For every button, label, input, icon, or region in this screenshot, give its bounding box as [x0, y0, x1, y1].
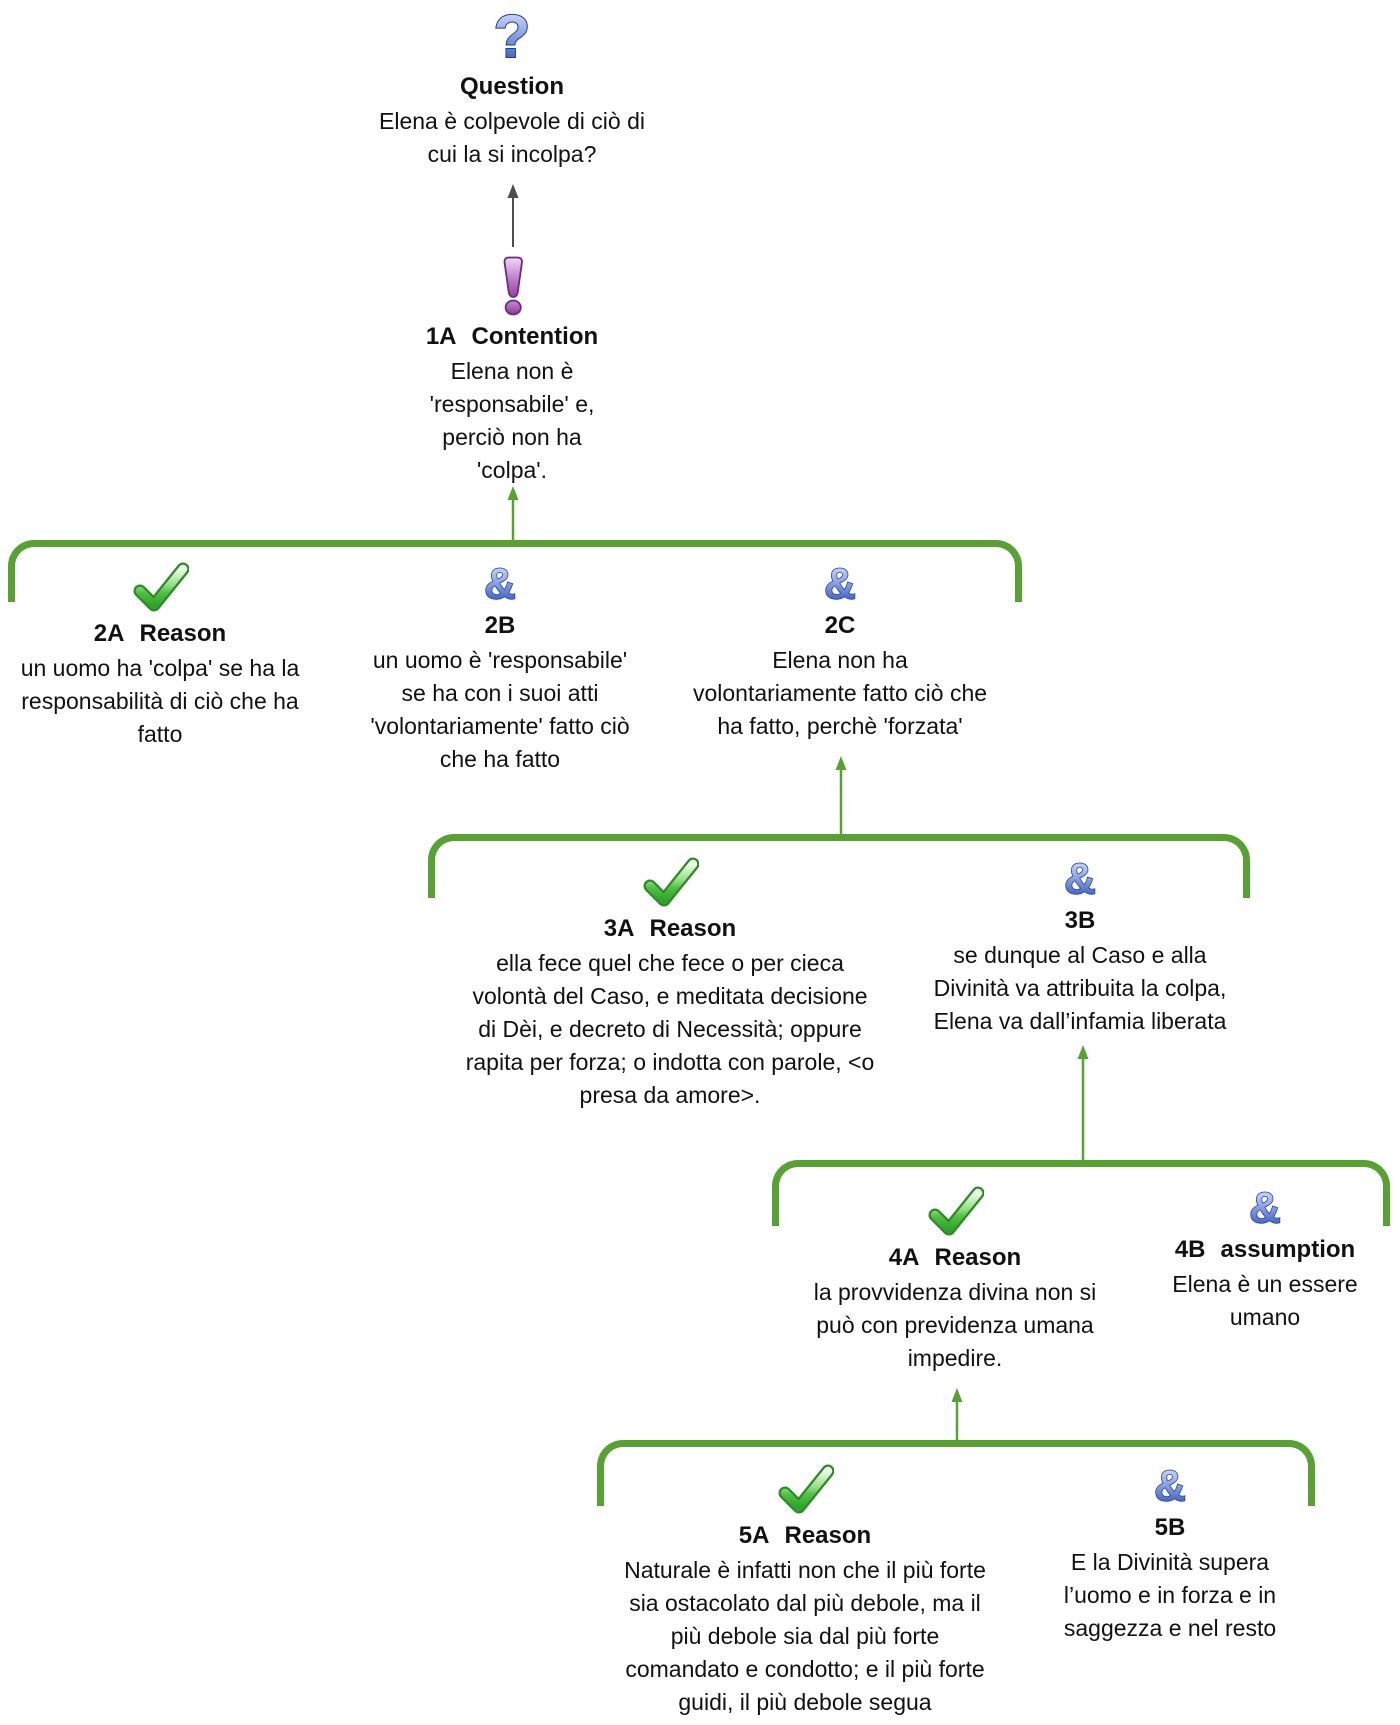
- node-copremise-3b[interactable]: 3B se dunque al Caso e alla Divinità va …: [915, 856, 1245, 1038]
- node-label: Contention: [471, 323, 599, 350]
- check-icon: [131, 561, 189, 613]
- node-title: 3A Reason: [604, 914, 736, 944]
- arrow-group4-to-3b: [1077, 1045, 1089, 1163]
- node-title: 4A Reason: [889, 1243, 1021, 1273]
- node-question[interactable]: Question Elena è colpevole di ciò di cui…: [352, 8, 672, 171]
- node-number: 1A: [425, 323, 457, 350]
- node-text: ella fece quel che fece o per cieca volo…: [465, 950, 875, 1108]
- node-label: Reason: [934, 1244, 1022, 1271]
- node-title: 2A Reason: [94, 619, 226, 649]
- node-title: 2C: [825, 611, 856, 641]
- bracket-level2: [8, 540, 1022, 602]
- node-reason-3a[interactable]: 3A Reason ella fece quel che fece o per …: [435, 856, 905, 1112]
- check-icon: [776, 1463, 834, 1515]
- arrow-group5-to-4a: [951, 1388, 963, 1443]
- node-number: 4A: [888, 1244, 920, 1271]
- node-text: Elena è colpevole di ciò di cui la si in…: [379, 108, 645, 167]
- node-text: E la Divinità supera l’uomo e in forza e…: [1063, 1549, 1277, 1641]
- arrow-group3-to-2c: [835, 756, 847, 837]
- node-title: 5B: [1155, 1513, 1186, 1543]
- and-icon: [483, 561, 517, 605]
- node-label: Reason: [784, 1522, 872, 1549]
- node-copremise-2c[interactable]: 2C Elena non ha volontariamente fatto ci…: [680, 561, 1000, 743]
- arrow-group2-to-contention: [507, 486, 519, 543]
- node-number: 3B: [1064, 907, 1096, 934]
- node-text: la provvidenza divina non si può con pre…: [813, 1279, 1097, 1371]
- and-icon: [1248, 1185, 1282, 1229]
- node-text: se dunque al Caso e alla Divinità va att…: [933, 942, 1227, 1034]
- node-text: Elena non è 'responsabile' e, perciò non…: [429, 358, 595, 483]
- node-reason-4a[interactable]: 4A Reason la provvidenza divina non si p…: [795, 1185, 1115, 1375]
- node-text: Naturale è infatti non che il più forte …: [624, 1557, 986, 1715]
- node-contention-1a[interactable]: 1A Contention Elena non è 'responsabile'…: [382, 256, 642, 487]
- node-assumption-4b[interactable]: 4B assumption Elena è un essere umano: [1135, 1185, 1395, 1334]
- contention-icon: [503, 256, 523, 316]
- bracket-level5: [597, 1440, 1315, 1506]
- node-title: 5A Reason: [739, 1521, 871, 1551]
- node-number: 5A: [738, 1522, 770, 1549]
- check-icon: [926, 1185, 984, 1237]
- node-copremise-5b[interactable]: 5B E la Divinità supera l’uomo e in forz…: [1040, 1463, 1300, 1645]
- node-reason-2a[interactable]: 2A Reason un uomo ha 'colpa' se ha la re…: [5, 561, 315, 751]
- node-label: assumption: [1220, 1236, 1356, 1263]
- node-text: un uomo ha 'colpa' se ha la responsabili…: [20, 655, 300, 747]
- node-text: Elena non ha volontariamente fatto ciò c…: [692, 647, 988, 739]
- node-reason-5a[interactable]: 5A Reason Naturale è infatti non che il …: [580, 1463, 1030, 1719]
- node-copremise-2b[interactable]: 2B un uomo è 'responsabile' se ha con i …: [350, 561, 650, 776]
- node-title: 3B: [1065, 906, 1096, 936]
- and-icon: [823, 561, 857, 605]
- and-icon: [1153, 1463, 1187, 1507]
- node-number: 2A: [93, 620, 125, 647]
- arrow-contention-to-question: [507, 184, 519, 247]
- node-number: 4B: [1174, 1236, 1206, 1263]
- and-icon: [1063, 856, 1097, 900]
- node-label: Reason: [649, 915, 737, 942]
- node-label: Question: [459, 73, 564, 100]
- node-title: 4B assumption: [1175, 1235, 1355, 1265]
- node-number: 5B: [1154, 1514, 1186, 1541]
- node-text: Elena è un essere umano: [1172, 1271, 1358, 1330]
- bracket-level4: [772, 1160, 1390, 1226]
- question-icon: [492, 8, 532, 66]
- node-label: Reason: [139, 620, 227, 647]
- node-number: 2C: [824, 612, 856, 639]
- node-text: un uomo è 'responsabile' se ha con i suo…: [370, 647, 630, 772]
- node-title: Question: [460, 72, 564, 102]
- node-number: 2B: [484, 612, 516, 639]
- node-number: 3A: [603, 915, 635, 942]
- node-title: 2B: [485, 611, 516, 641]
- node-title: 1A Contention: [426, 322, 598, 352]
- check-icon: [641, 856, 699, 908]
- bracket-level3: [428, 834, 1250, 898]
